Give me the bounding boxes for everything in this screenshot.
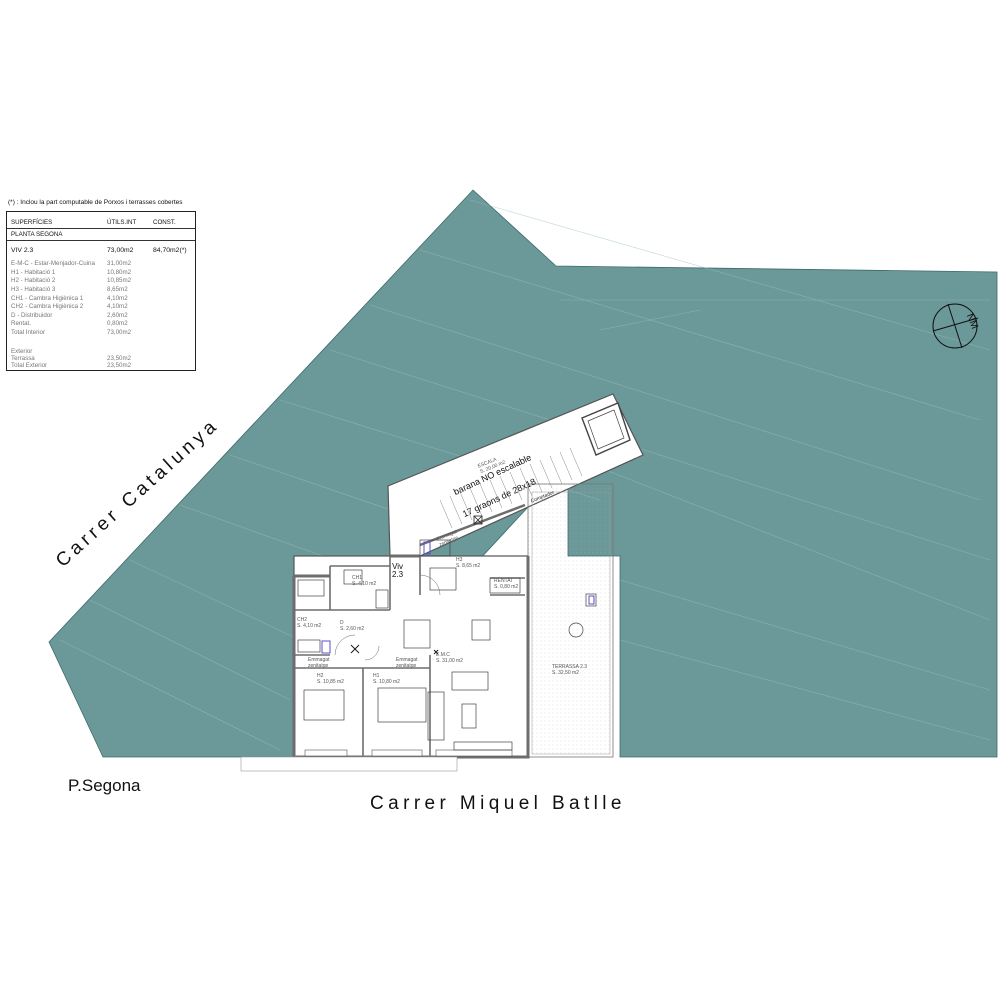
terrace: [527, 483, 614, 758]
surfaces-table: SUPERFÍCIES ÚTILS.INT CONST. PLANTA SEGO…: [6, 211, 196, 371]
floor-label: P.Segona: [68, 776, 141, 795]
header-col-1: SUPERFÍCIES: [11, 219, 53, 226]
exterior-title: Exterior: [11, 348, 33, 355]
roof-pattern: [59, 199, 991, 751]
lift-box: [581, 402, 631, 456]
stair-x-mark: [473, 515, 483, 525]
unit-name: VIV 2.3: [11, 247, 34, 254]
accent-mark: [321, 640, 331, 654]
header-col-3: CONST.: [153, 219, 176, 226]
furniture: [297, 539, 597, 751]
north-symbol: [932, 303, 979, 349]
balcony-ledge: [240, 756, 458, 772]
header-col-2: ÚTILS.INT: [107, 219, 137, 226]
footnote: (*) : Inclou la part computable de Porxo…: [8, 199, 183, 206]
stair-steps: [439, 447, 583, 529]
street-miquel-batlle: Carrer Miquel Batlle: [370, 793, 626, 814]
interior-walls: [294, 556, 525, 757]
door-swings: [334, 574, 441, 661]
x-marks: [350, 644, 439, 655]
unit-util: 73,00m2: [107, 247, 134, 254]
section-label: PLANTA SEGONA: [11, 231, 63, 238]
windows: [304, 749, 513, 757]
unit-const: 84,70m2(*): [153, 247, 187, 254]
